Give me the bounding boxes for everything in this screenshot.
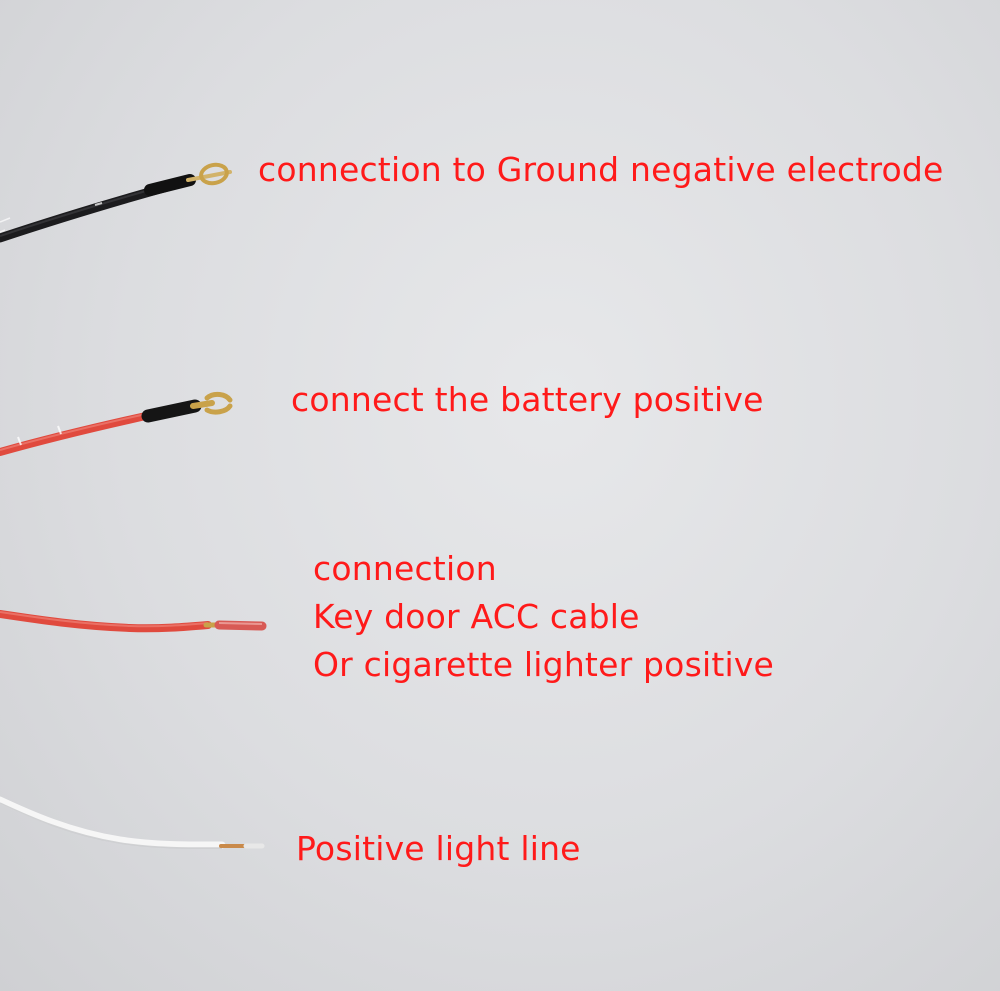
battery-wire	[0, 391, 233, 456]
battery-label: connect the battery positive	[291, 380, 764, 419]
acc-label: connection Key door ACC cable Or cigaret…	[313, 545, 774, 689]
acc-wire	[0, 610, 267, 633]
acc-label-line3: Or cigarette lighter positive	[313, 645, 775, 684]
light-label: Positive light line	[296, 829, 581, 868]
light-wire	[0, 796, 265, 849]
acc-label-line2: Key door ACC cable	[313, 597, 640, 636]
ground-wire	[0, 162, 232, 243]
ground-label: connection to Ground negative electrode	[258, 150, 944, 189]
acc-label-line1: connection	[313, 549, 497, 588]
